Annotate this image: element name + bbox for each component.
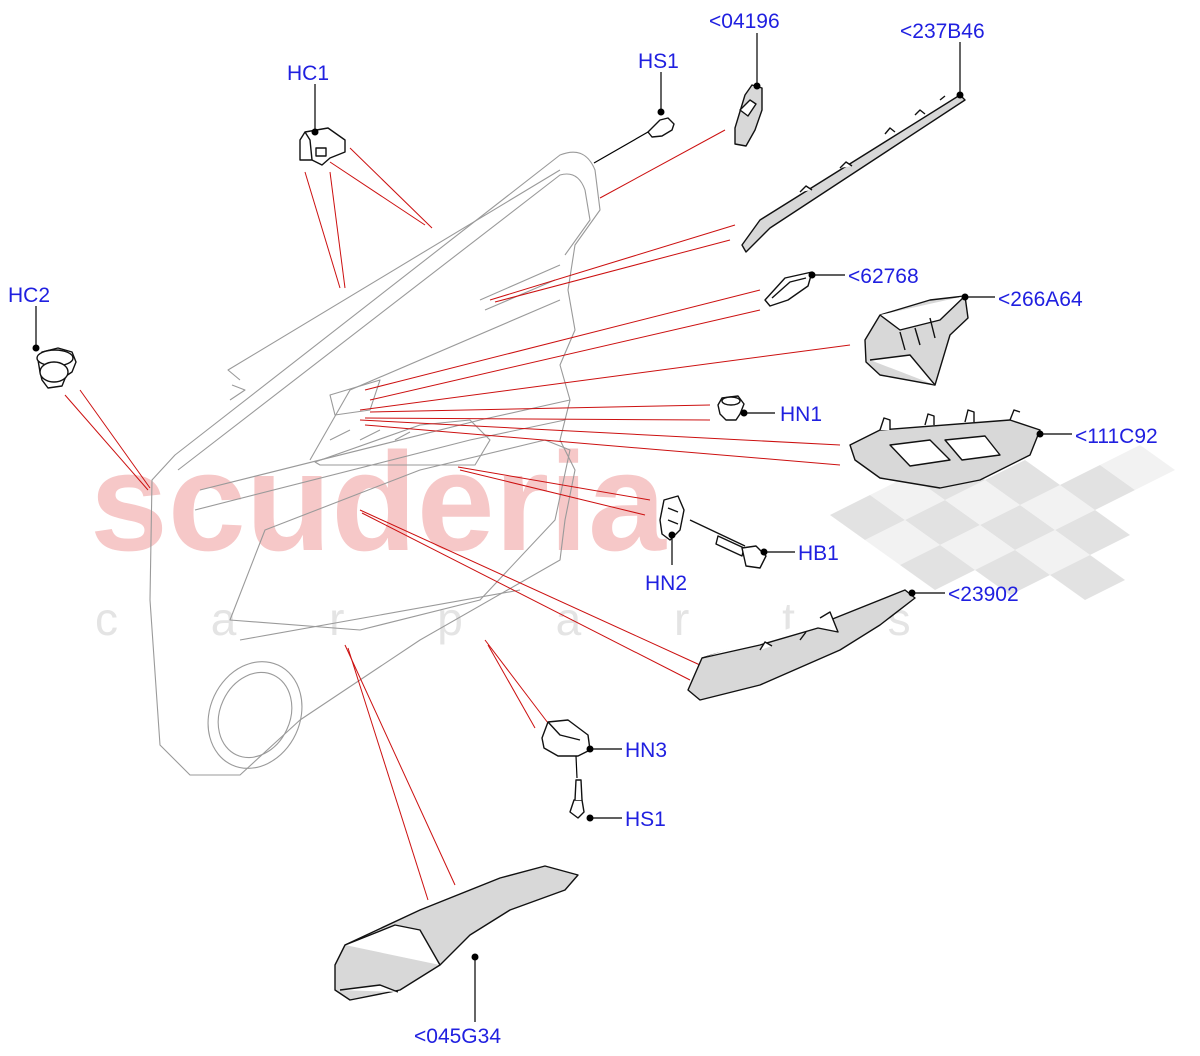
- callout-04196[interactable]: <04196: [709, 10, 780, 33]
- callout-hn2[interactable]: HN2: [645, 572, 687, 595]
- callout-hc2[interactable]: HC2: [8, 284, 50, 307]
- part-111C92-switch-bezel[interactable]: [849, 409, 1041, 489]
- part-hn1-clip[interactable]: [717, 395, 745, 421]
- part-hs1-screw-top[interactable]: [593, 117, 675, 164]
- part-hs1-screw-bottom[interactable]: [569, 755, 585, 819]
- callout-hs1-top[interactable]: HS1: [638, 50, 679, 73]
- callout-hn1[interactable]: HN1: [780, 403, 822, 426]
- callout-045G34[interactable]: <045G34: [414, 1025, 501, 1048]
- part-62768-cap[interactable]: [764, 271, 813, 307]
- callout-hs1-bottom[interactable]: HS1: [625, 808, 666, 831]
- part-hn3-clip[interactable]: [541, 719, 591, 757]
- callout-111C92[interactable]: <111C92: [1075, 425, 1158, 448]
- part-hb1-bolt[interactable]: [689, 519, 767, 569]
- part-04196-bracket[interactable]: [734, 84, 763, 147]
- part-266A64-handle-housing[interactable]: [864, 295, 969, 386]
- door-trim-panel: [149, 151, 601, 776]
- part-hc1-clip[interactable]: [299, 127, 346, 166]
- part-237B46-trim-strip[interactable]: [741, 94, 966, 253]
- callout-labels: <04196 <237B46 HS1 HC1 HC2 <62768 <266A6…: [8, 10, 1158, 1048]
- callout-hb1[interactable]: HB1: [798, 542, 839, 565]
- part-hn2-clip[interactable]: [659, 495, 685, 541]
- callout-237B46[interactable]: <237B46: [900, 20, 985, 43]
- red-leader-lines: [64, 129, 851, 901]
- part-045G34-armrest-pad[interactable]: [334, 865, 579, 1001]
- callout-hn3[interactable]: HN3: [625, 739, 667, 762]
- part-hc2-grommet[interactable]: [36, 347, 77, 389]
- watermark-checker-flag: [830, 445, 1175, 600]
- callout-62768[interactable]: <62768: [848, 265, 919, 288]
- part-23902-armrest-trim[interactable]: [687, 589, 916, 701]
- callout-hc1[interactable]: HC1: [287, 62, 329, 85]
- watermark-brand: scuderia: [90, 423, 667, 580]
- callout-23902[interactable]: <23902: [948, 583, 1019, 606]
- black-leaders: [32, 33, 1072, 1022]
- watermark: scuderia c a r p a r t s: [90, 423, 1175, 645]
- callout-266A64[interactable]: <266A64: [998, 288, 1083, 311]
